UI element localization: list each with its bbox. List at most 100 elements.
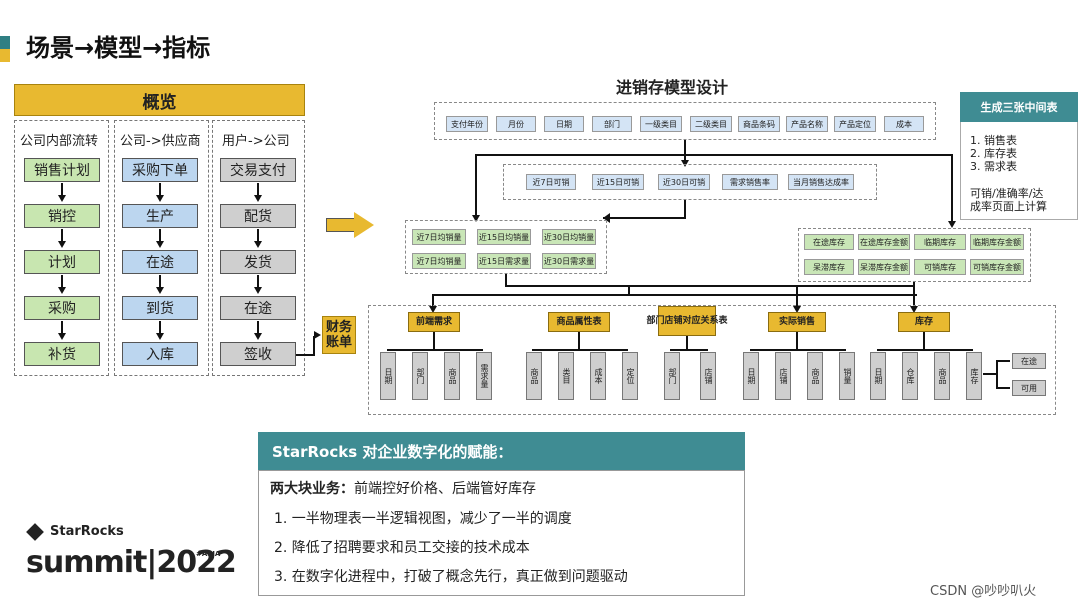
connector-line [996, 360, 998, 388]
stock-metric-chip: 呆滞库存 [804, 259, 854, 275]
starrocks-heading: StarRocks 对企业数字化的赋能： [258, 432, 745, 470]
sales-metric-chip: 近30日均销量 [542, 229, 596, 245]
model-title: 进销存模型设计 [616, 78, 729, 97]
connector-line [750, 349, 846, 351]
category-box: 部门店铺对应关系表 [647, 306, 728, 336]
panel-item: 1. 销售表 [970, 134, 1017, 147]
stock-metric-chip: 临期库存 [914, 234, 966, 250]
connector-line [578, 332, 580, 350]
panel-note: 可销/准确率/达 [970, 187, 1044, 200]
field-leaf: 需求量 [476, 352, 492, 400]
stock-metric-chip: 在途库存金额 [858, 234, 910, 250]
flow-step: 发货 [220, 250, 296, 274]
flow-arrow-line [61, 183, 63, 196]
benefit-point: 3. 在数字化进程中，打破了概念先行，真正做到问题驱动 [274, 569, 628, 585]
flow-step: 到货 [122, 296, 198, 320]
flow-step: 计划 [24, 250, 100, 274]
connector-line [433, 332, 435, 350]
field-leaf: 部门 [412, 352, 428, 400]
connector-line [796, 286, 798, 308]
category-box: 前端需求 [408, 312, 460, 332]
connector-line [505, 274, 507, 286]
flow-arrow-line [61, 229, 63, 242]
stock-type-leaf: 可用 [1012, 380, 1046, 396]
down-arrow-icon [58, 333, 66, 340]
lead-rest: 前端控好价格、后端管好库存 [354, 481, 536, 497]
flow-step: 销控 [24, 204, 100, 228]
overview-column-internal [14, 120, 109, 376]
sales-metric-chip: 近7日均销量 [412, 253, 466, 269]
stock-metric-group [798, 228, 1031, 282]
benefit-point: 1. 一半物理表一半逻辑视图，减少了一半的调度 [274, 511, 572, 527]
down-arrow-icon [156, 241, 164, 248]
connector-line [996, 360, 1010, 362]
down-arrow-icon [254, 333, 262, 340]
watermark: CSDN @吵吵叭火 [930, 584, 1037, 599]
connector-line [913, 294, 915, 308]
brand-name: StarRocks [50, 524, 124, 539]
dimension-chip: 二级类目 [690, 116, 732, 132]
finance-connector [296, 354, 314, 356]
connector-line [432, 294, 434, 308]
field-leaf: 店铺 [775, 352, 791, 400]
down-arrow-icon [429, 306, 437, 313]
category-box: 库存 [898, 312, 950, 332]
page-title: 场景→模型→指标 [26, 34, 211, 62]
right-arrow-icon [314, 331, 321, 339]
range-chip: 当月销售达成率 [788, 174, 854, 190]
starrocks-logo-icon [26, 523, 44, 541]
flow-arrow-line [257, 183, 259, 196]
dimension-chip: 月份 [496, 116, 536, 132]
dimension-chip: 产品定位 [834, 116, 876, 132]
flow-step: 生产 [122, 204, 198, 228]
connector-line [684, 140, 686, 155]
range-chip: 近15日可销 [592, 174, 644, 190]
field-leaf: 日期 [380, 352, 396, 400]
sales-metric-chip: 近15日均销量 [477, 229, 531, 245]
field-leaf: 部门 [664, 352, 680, 400]
connector-line [475, 154, 953, 156]
flow-arrow-line [159, 183, 161, 196]
connector-line [686, 336, 688, 350]
down-arrow-icon [254, 287, 262, 294]
column-header: 用户->公司 [222, 134, 290, 149]
connector-line [603, 217, 686, 219]
dimension-chip: 部门 [592, 116, 632, 132]
down-arrow-icon [254, 195, 262, 202]
flow-step: 采购 [24, 296, 100, 320]
connector-line [432, 294, 917, 296]
field-leaf: 库存 [966, 352, 982, 400]
connector-line [628, 286, 630, 294]
header-accent-teal [0, 36, 10, 49]
sales-metric-chip: 近7日均销量 [412, 229, 466, 245]
field-leaf: 仓库 [902, 352, 918, 400]
column-header: 公司内部流转 [20, 134, 99, 149]
stock-metric-chip: 在途库存 [804, 234, 854, 250]
stock-metric-chip: 呆滞库存金额 [858, 259, 910, 275]
flow-step: 入库 [122, 342, 198, 366]
down-arrow-icon [793, 306, 801, 313]
dimension-group [434, 102, 936, 140]
range-group [503, 164, 877, 200]
connector-line [996, 387, 1010, 389]
overview-column-customer [212, 120, 305, 376]
finance-connector [313, 336, 315, 356]
connector-line [532, 349, 628, 351]
connector-line [951, 154, 953, 222]
connector-line [684, 200, 686, 218]
overview-header: 概览 [14, 84, 305, 116]
flow-step: 在途 [220, 296, 296, 320]
field-leaf: 销量 [839, 352, 855, 400]
range-chip: 近30日可销 [658, 174, 710, 190]
flow-arrow-line [257, 321, 259, 334]
connector-line [670, 349, 708, 351]
dimension-chip: 一级类目 [640, 116, 682, 132]
benefit-point: 2. 降低了招聘要求和员工交接的技术成本 [274, 540, 530, 556]
down-arrow-icon [254, 241, 262, 248]
flow-arrow-line [159, 321, 161, 334]
panel-item: 2. 库存表 [970, 147, 1017, 160]
connector-line [796, 332, 798, 350]
connector-line [684, 154, 686, 161]
flow-step: 补货 [24, 342, 100, 366]
flow-step: 配货 [220, 204, 296, 228]
